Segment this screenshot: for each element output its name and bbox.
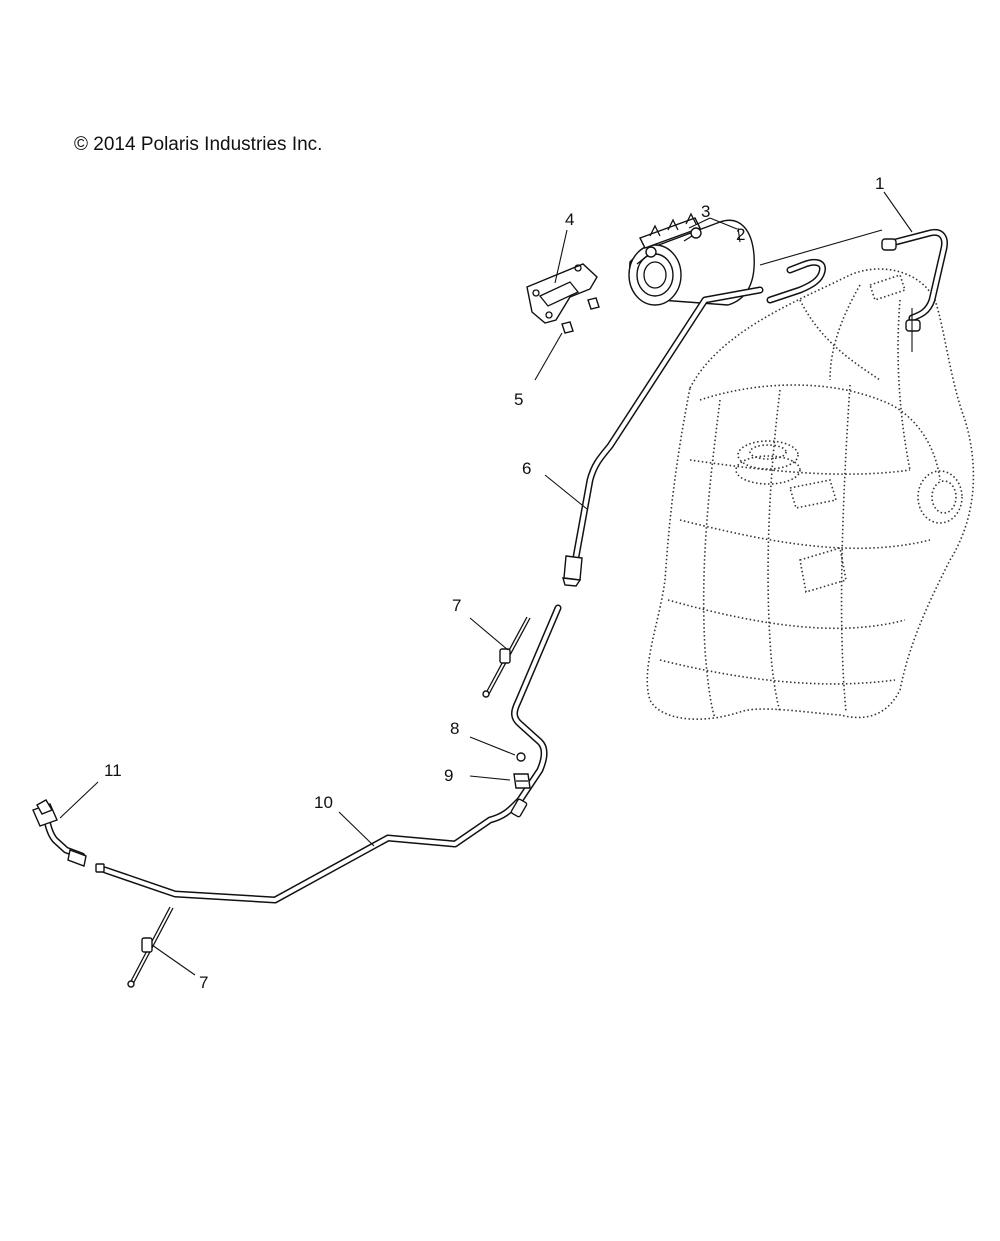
screw-part-8 [516, 752, 526, 762]
callout-3: 3 [701, 202, 710, 221]
cable-tie-lower [127, 906, 174, 988]
nut-part-5 [561, 321, 574, 334]
callout-labels: 1 2 3 4 5 6 7 8 9 10 11 7 [104, 174, 884, 992]
screws-part-3 [636, 227, 702, 265]
fuel-line [101, 604, 562, 904]
copyright-notice: © 2014 Polaris Industries Inc. [74, 134, 323, 155]
leader-lines [59, 191, 913, 976]
callout-9: 9 [444, 766, 453, 785]
callout-8: 8 [450, 719, 459, 738]
connector-fitting [32, 799, 105, 873]
callout-11: 11 [104, 761, 122, 780]
evap-canister [628, 212, 826, 306]
callout-5: 5 [514, 390, 523, 409]
callout-7-upper: 7 [452, 596, 461, 615]
hose-part-6 [562, 286, 764, 587]
mounting-bracket [526, 263, 600, 324]
cable-tie-upper [482, 616, 531, 698]
callout-10: 10 [314, 793, 333, 812]
callout-2: 2 [736, 225, 745, 244]
callout-7-lower: 7 [199, 973, 208, 992]
fuel-tank [646, 268, 975, 720]
callout-4: 4 [565, 210, 574, 229]
callout-6: 6 [522, 459, 531, 478]
vent-hose [881, 228, 948, 332]
clip-part-9 [513, 773, 531, 789]
callout-1: 1 [875, 174, 884, 193]
